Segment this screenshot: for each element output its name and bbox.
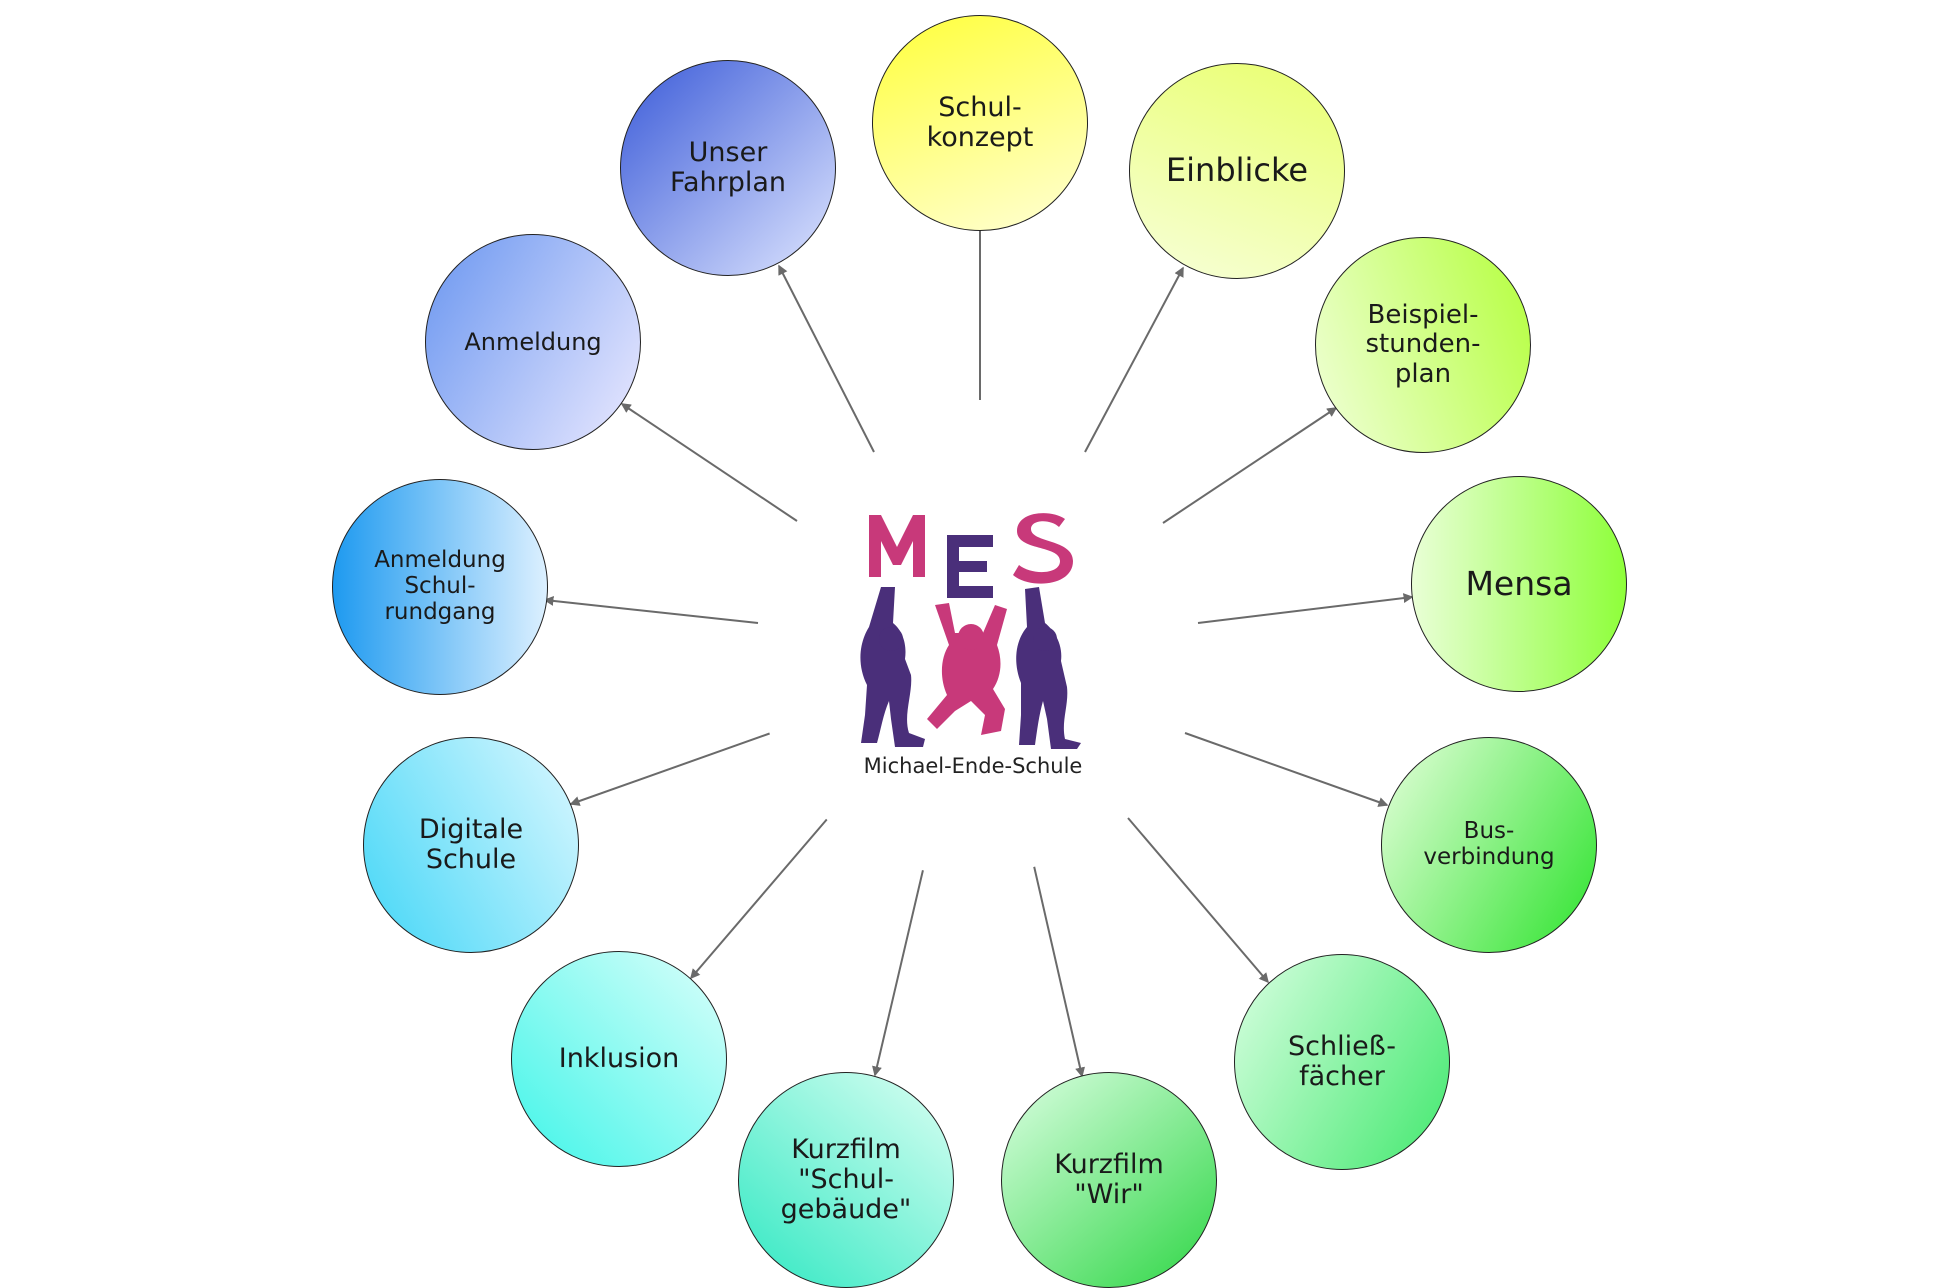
node-unser-fahrplan[interactable]: Unser Fahrplan xyxy=(620,60,836,276)
node-label: Anmeldung xyxy=(464,327,602,356)
connector-arrow-kurzfilm-schulgebaeude xyxy=(872,869,924,1077)
node-label: Inklusion xyxy=(558,1042,680,1074)
node-label: Einblicke xyxy=(1165,151,1309,190)
node-beispielstundenplan[interactable]: Beispiel- stunden- plan xyxy=(1315,237,1531,453)
school-name: Michael-Ende-Schule xyxy=(863,754,1083,778)
connector-arrow-schliessfaecher xyxy=(1127,817,1269,984)
node-label: Beispiel- stunden- plan xyxy=(1365,300,1481,389)
connector-arrow-anmeldung xyxy=(620,403,798,522)
node-kurzfilm-wir[interactable]: Kurzfilm "Wir" xyxy=(1001,1072,1217,1288)
node-kurzfilm-schulgebaeude[interactable]: Kurzfilm "Schul- gebäude" xyxy=(738,1072,954,1288)
logo-figure-right xyxy=(1016,587,1081,749)
node-busverbindung[interactable]: Bus- verbindung xyxy=(1381,737,1597,953)
logo-figure-left xyxy=(860,587,925,747)
node-label: Schul- konzept xyxy=(926,91,1034,153)
connector-arrow-mensa xyxy=(1197,593,1414,624)
node-digitale-schule[interactable]: Digitale Schule xyxy=(363,737,579,953)
node-schulkonzept[interactable]: Schul- konzept xyxy=(872,15,1088,231)
logo-figure-middle xyxy=(927,603,1007,735)
connector-arrow-einblicke xyxy=(1084,266,1184,453)
node-label: Kurzfilm "Wir" xyxy=(1054,1148,1164,1210)
node-label: Kurzfilm "Schul- gebäude" xyxy=(780,1133,912,1226)
node-label: Unser Fahrplan xyxy=(669,136,787,198)
node-label: Schließ- fächer xyxy=(1288,1030,1396,1092)
connector-arrow-inklusion xyxy=(690,817,829,980)
node-label: Digitale Schule xyxy=(418,813,524,875)
node-inklusion[interactable]: Inklusion xyxy=(511,951,727,1167)
connector-arrow-digitale-schule xyxy=(569,732,772,806)
connector-arrow-kurzfilm-wir xyxy=(1033,865,1085,1078)
school-logo[interactable] xyxy=(855,505,1090,750)
node-einblicke[interactable]: Einblicke xyxy=(1129,63,1345,279)
node-label: Anmeldung Schul- rundgang xyxy=(374,547,506,625)
logo-letter-m xyxy=(869,515,925,577)
connector-arrow-beispielstundenplan xyxy=(1162,407,1338,524)
connector-arrow-unser-fahrplan xyxy=(778,264,875,453)
node-anmeldung-schulrundgang[interactable]: Anmeldung Schul- rundgang xyxy=(332,479,548,695)
logo-letter-e xyxy=(947,535,993,598)
node-schliessfaecher[interactable]: Schließ- fächer xyxy=(1234,954,1450,1170)
node-label: Bus- verbindung xyxy=(1423,818,1555,870)
node-mensa[interactable]: Mensa xyxy=(1411,476,1627,692)
node-label: Mensa xyxy=(1465,563,1573,603)
logo-letter-s xyxy=(1013,513,1073,584)
connector-arrow-busverbindung xyxy=(1184,732,1389,807)
node-anmeldung[interactable]: Anmeldung xyxy=(425,234,641,450)
connector-arrow-anmeldung-schulrundgang xyxy=(543,595,759,624)
